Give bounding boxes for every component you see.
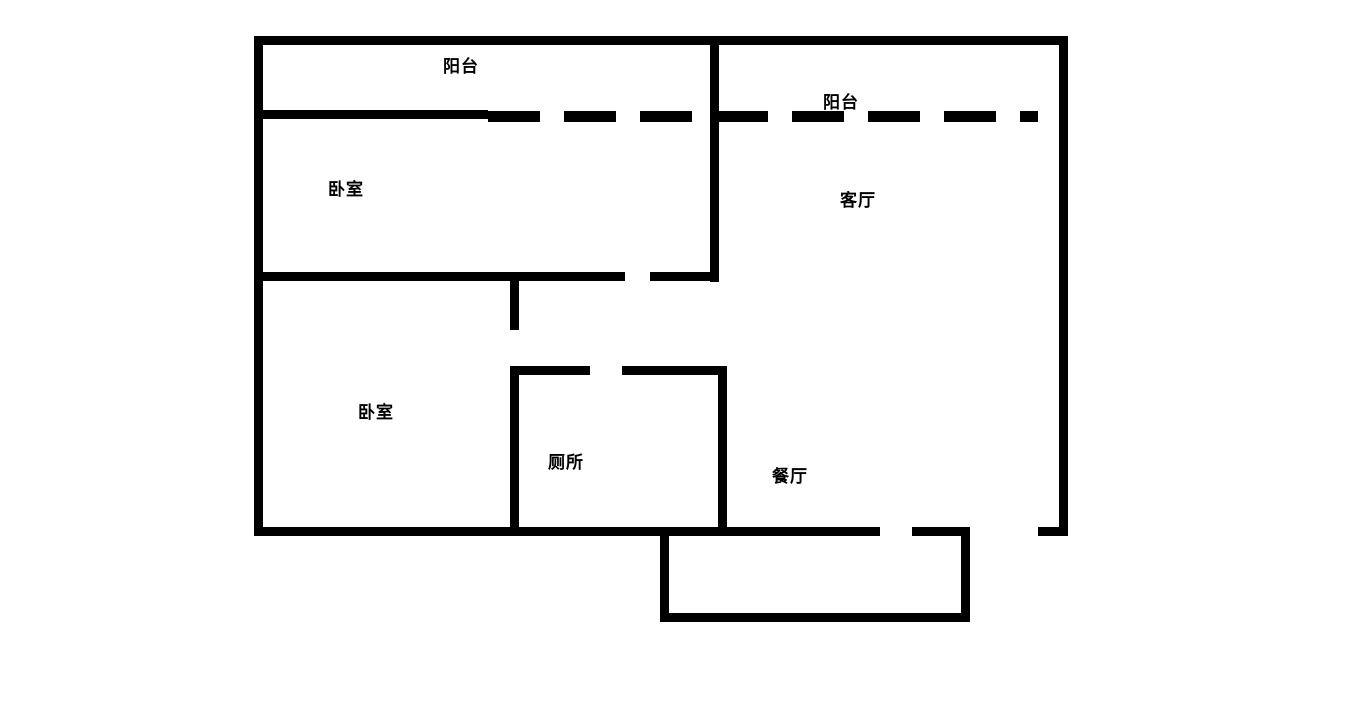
wall-top: [254, 36, 1068, 45]
wall-bottom-segment-3: [1038, 527, 1068, 536]
wall-left: [254, 36, 263, 536]
room-label-living-room: 客厅: [840, 191, 876, 211]
room-label-bedroom-bottom: 卧室: [358, 403, 394, 423]
wall-porch-left: [660, 532, 669, 622]
room-label-dining-room: 餐厅: [772, 467, 808, 487]
room-label-bedroom-top: 卧室: [328, 180, 364, 200]
wall-balcony-left-bottom: [254, 110, 488, 119]
wall-toilet-top-1: [510, 366, 590, 375]
wall-bottom-segment-2: [912, 527, 970, 536]
wall-mid-vertical-upper: [710, 36, 719, 282]
room-label-toilet: 厕所: [548, 453, 584, 473]
wall-toilet-top-2: [622, 366, 727, 375]
wall-bedroom-top-bottom-1: [254, 272, 625, 281]
wall-porch-bottom: [660, 613, 970, 622]
room-label-balcony-left: 阳台: [443, 57, 479, 77]
wall-bottom-segment-1: [254, 527, 880, 536]
room-label-balcony-right: 阳台: [823, 93, 859, 113]
wall-mid-vertical-lower-2: [510, 366, 519, 536]
wall-right: [1059, 36, 1068, 536]
window-strip-top: [488, 111, 1038, 122]
wall-mid-vertical-lower-1: [510, 272, 519, 330]
wall-bedroom-top-bottom-2: [650, 272, 719, 281]
wall-porch-right: [961, 532, 970, 622]
wall-toilet-right: [718, 366, 727, 536]
